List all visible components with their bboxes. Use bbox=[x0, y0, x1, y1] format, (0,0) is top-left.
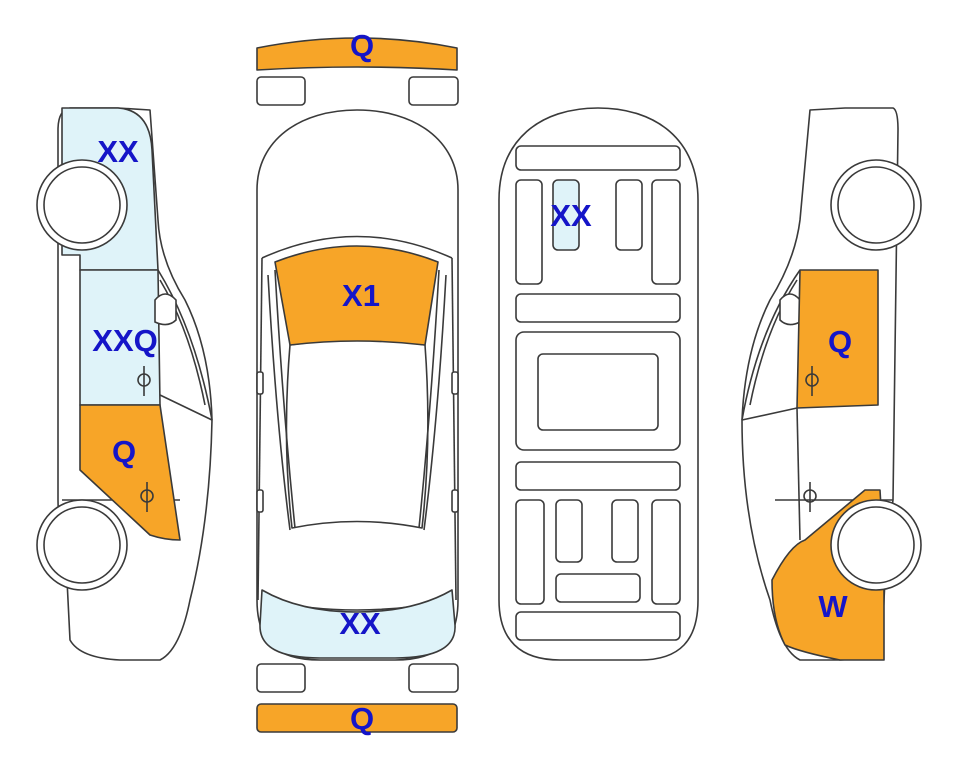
right-rear-quarter-label: W bbox=[818, 589, 848, 624]
underbody-part-label: XX bbox=[550, 198, 592, 233]
front-bumper-label: Q bbox=[350, 28, 374, 63]
windshield[interactable]: X1 bbox=[274, 245, 439, 346]
left-window-line bbox=[157, 269, 213, 421]
right-wheels bbox=[830, 159, 922, 591]
rear-window-shape bbox=[259, 589, 456, 659]
under-part-mid bbox=[615, 179, 643, 251]
right-a-pillar bbox=[423, 274, 447, 531]
front-right-headlight bbox=[408, 76, 459, 106]
rear-right-taillight bbox=[408, 663, 459, 693]
under-rear-rail-left bbox=[515, 499, 545, 605]
left-window-inner bbox=[159, 279, 206, 406]
under-cross-3 bbox=[515, 461, 681, 491]
front-left-headlight bbox=[256, 76, 306, 106]
left-rear-door-shape bbox=[79, 404, 181, 541]
top-view-car bbox=[256, 109, 459, 661]
right-mirror bbox=[779, 293, 801, 326]
right-handle-top bbox=[451, 489, 459, 513]
under-tank bbox=[537, 353, 659, 431]
windshield-shape bbox=[274, 245, 439, 346]
left-mirror bbox=[154, 293, 177, 326]
left-inner-pillar bbox=[274, 269, 296, 529]
right-front-rim bbox=[837, 166, 915, 244]
under-rear-rail-right bbox=[651, 499, 681, 605]
under-rail-right bbox=[651, 179, 681, 285]
rear-left-taillight bbox=[256, 663, 306, 693]
left-beltline bbox=[159, 394, 213, 421]
hood-line bbox=[261, 235, 453, 259]
under-cross-2 bbox=[515, 293, 681, 323]
left-a-pillar bbox=[267, 274, 291, 531]
under-rear-part-1 bbox=[555, 499, 583, 563]
right-side-line bbox=[451, 257, 457, 601]
front-bumper[interactable]: Q bbox=[256, 28, 458, 71]
rear-bumper-label: Q bbox=[350, 701, 374, 736]
left-front-rim bbox=[43, 166, 121, 244]
right-window-inner bbox=[749, 279, 798, 406]
right-front-door[interactable]: Q bbox=[796, 269, 879, 409]
under-cross-4 bbox=[515, 611, 681, 641]
right-beltline bbox=[741, 407, 798, 421]
right-door-edge bbox=[796, 407, 801, 541]
under-muffler bbox=[555, 573, 641, 603]
left-rear-door-label: Q bbox=[112, 434, 136, 469]
rear-window-label: XX bbox=[339, 606, 381, 641]
roof bbox=[285, 339, 429, 529]
underbody-outline bbox=[498, 107, 699, 661]
left-handle-top bbox=[256, 489, 264, 513]
windshield-label: X1 bbox=[342, 278, 380, 313]
underbody-part[interactable]: XX bbox=[550, 179, 592, 251]
left-rear-door[interactable]: Q bbox=[79, 404, 181, 541]
right-inner-pillar bbox=[418, 269, 440, 529]
under-rail-left bbox=[515, 179, 543, 285]
left-side-line bbox=[257, 257, 263, 601]
rear-bumper-shape bbox=[256, 703, 458, 733]
left-door-handles bbox=[137, 366, 154, 512]
right-window-line bbox=[741, 269, 801, 421]
left-front-door-label: XXQ bbox=[92, 323, 157, 358]
under-rear-part-2 bbox=[611, 499, 639, 563]
right-door-handles bbox=[803, 366, 819, 512]
rear-bumper[interactable]: Q bbox=[256, 701, 458, 736]
left-front-door[interactable]: XXQ bbox=[79, 269, 161, 406]
right-rear-rim bbox=[837, 506, 915, 584]
right-front-door-shape bbox=[796, 269, 879, 409]
right-front-door-label: Q bbox=[828, 324, 852, 359]
rear-window[interactable]: XX bbox=[259, 589, 456, 659]
left-mirror-top bbox=[256, 371, 264, 395]
under-cross-1 bbox=[515, 145, 681, 171]
front-bumper-shape bbox=[256, 37, 458, 71]
left-wheels bbox=[36, 159, 128, 591]
top-view-body bbox=[256, 109, 459, 661]
left-rear-rim bbox=[43, 506, 121, 584]
underbody-part-shape bbox=[552, 179, 580, 251]
right-mirror-top bbox=[451, 371, 459, 395]
left-front-fender-label: XX bbox=[97, 134, 139, 169]
underbody-view bbox=[498, 107, 699, 661]
